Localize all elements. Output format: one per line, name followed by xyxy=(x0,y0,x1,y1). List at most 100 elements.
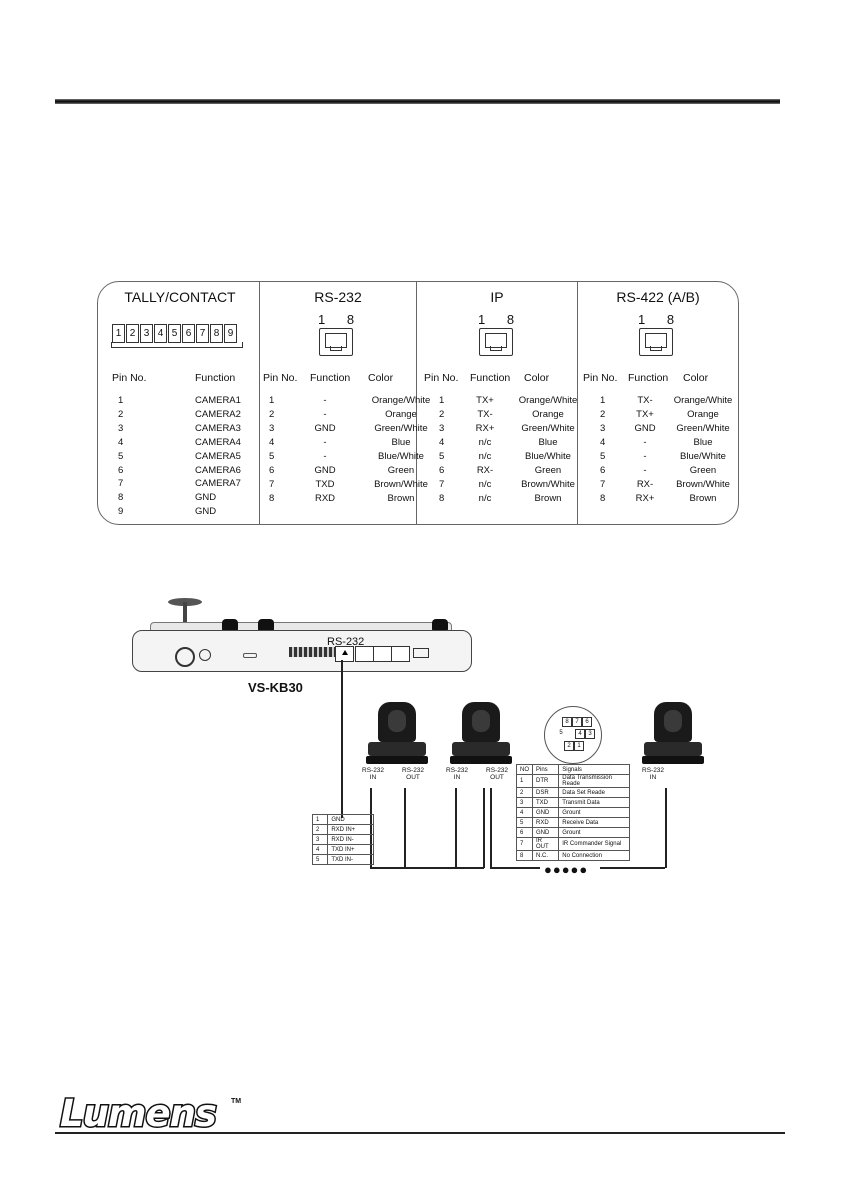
signal-signals-cell: No Connection xyxy=(558,850,630,861)
rs422-color-cell: Blue/White xyxy=(680,451,726,462)
terminal-pin: 6 xyxy=(182,324,195,343)
joystick-shaft xyxy=(183,602,187,624)
din-pin: 8 xyxy=(562,717,572,727)
ip-title: IP xyxy=(490,289,504,305)
din-pin: 4 xyxy=(575,729,585,739)
tally-pin-cell: 5 xyxy=(118,450,124,462)
keyboard-model-label: VS-KB30 xyxy=(248,680,303,695)
connector-no-cell: 4 xyxy=(311,844,329,855)
rs422-color-cell: Green xyxy=(689,465,717,476)
rs232-color-cell: Blue xyxy=(391,437,411,448)
tally-function-cell: CAMERA4 xyxy=(195,436,241,448)
tally-function-cell: CAMERA7 xyxy=(195,478,241,490)
tally-pin-cell: 1 xyxy=(118,395,124,406)
rs422-pin-cell: 6 xyxy=(600,465,606,476)
rs232-pin-header: Pin No. xyxy=(263,372,298,384)
rs232-color-cell: Green xyxy=(387,465,415,476)
rj45-port-icon xyxy=(391,646,410,662)
rs232-function-cell: GND xyxy=(314,423,336,434)
cable xyxy=(665,788,667,868)
rj45-port-icon xyxy=(355,646,374,662)
knob-icon xyxy=(258,619,274,633)
signal-no-cell: 2 xyxy=(516,787,533,798)
rs232-color-cell: Orange xyxy=(385,409,417,420)
cable xyxy=(490,867,540,869)
connector-no-cell: 5 xyxy=(311,854,329,865)
rs232-function-cell: - xyxy=(323,395,327,406)
tally-function-cell: CAMERA2 xyxy=(195,408,241,420)
mini-din-pinout-icon: 8 7 6 5 4 3 2 1 xyxy=(544,706,602,764)
signal-pins-cell: TXD xyxy=(531,797,560,808)
rs422-function-cell: RX- xyxy=(636,479,654,490)
terminal-pin: 8 xyxy=(210,324,223,343)
ip-function-cell: n/c xyxy=(478,479,492,490)
rj45-connector-icon xyxy=(319,328,353,356)
ip-pin-cell: 4 xyxy=(439,437,445,448)
rs232-color-cell: Brown xyxy=(387,493,415,504)
terminal-pin: 7 xyxy=(196,324,209,343)
ptz-camera-icon xyxy=(642,702,704,764)
ip-function-cell: TX+ xyxy=(476,395,494,406)
rs422-color-cell: Orange/White xyxy=(673,395,733,406)
signal-pins-cell: DTR xyxy=(531,774,560,788)
rs422-function-cell: RX+ xyxy=(635,493,655,504)
signal-pins-cell: DSR xyxy=(531,787,560,798)
rs422-function-cell: - xyxy=(643,451,647,462)
rs232-port-icon xyxy=(335,646,354,662)
rs232-title: RS-232 xyxy=(314,289,362,305)
tally-pin-cell: 8 xyxy=(118,492,124,504)
rs422-function-cell: TX- xyxy=(637,395,653,406)
rs422-function-header: Function xyxy=(628,372,669,384)
rs232-function-cell: RXD xyxy=(314,493,336,504)
ip-color-cell: Brown/White xyxy=(521,479,575,490)
rs422-function-cell: - xyxy=(643,437,647,448)
tally-terminal-block: 1 2 3 4 5 6 7 8 9 xyxy=(112,324,238,343)
signal-signals-cell: IR Commander Signal xyxy=(558,837,630,851)
din-pin: 6 xyxy=(582,717,592,727)
din-pin: 2 xyxy=(564,741,574,751)
tally-function-cell: GND xyxy=(195,506,217,518)
tally-function-cell: CAMERA6 xyxy=(195,464,241,476)
tally-title: TALLY/CONTACT xyxy=(124,289,236,305)
rs232-color-header: Color xyxy=(368,372,394,384)
lumens-logo: Lumens xyxy=(59,1091,219,1137)
rs232-pin-cell: 3 xyxy=(269,423,275,434)
signal-pins-cell: N.C. xyxy=(531,850,560,861)
rs422-color-cell: Brown/White xyxy=(676,479,730,490)
signal-no-cell: 3 xyxy=(516,797,533,808)
cam2-out-label: RS-232 OUT xyxy=(486,767,509,781)
rs232-pin-numbers: 1 8 xyxy=(318,312,355,327)
signal-signals-cell: Transmit Data xyxy=(558,797,630,808)
rs422-title: RS-422 (A/B) xyxy=(616,289,700,305)
din-pin: 3 xyxy=(585,729,595,739)
din-pin: 5 xyxy=(559,730,563,736)
ip-pin-cell: 7 xyxy=(439,479,445,490)
rs422-pin-cell: 3 xyxy=(600,423,606,434)
rs232-pin-cell: 8 xyxy=(269,493,275,504)
tally-pin-cell: 2 xyxy=(118,408,124,420)
continuation-dots: ●●●●● xyxy=(544,862,589,877)
section-divider xyxy=(416,282,417,524)
ip-color-cell: Orange/White xyxy=(518,395,578,406)
rs422-color-header: Color xyxy=(683,372,709,384)
tally-terminal-icon xyxy=(289,647,335,657)
cable xyxy=(490,788,492,868)
signal-no-cell: 8 xyxy=(516,850,533,861)
cable xyxy=(483,788,485,868)
rs232-color-cell: Brown/White xyxy=(374,479,428,490)
rs422-pin-cell: 4 xyxy=(600,437,606,448)
rs422-pin-header: Pin No. xyxy=(583,372,618,384)
usb-port-icon xyxy=(413,648,429,658)
connector-no-cell: 2 xyxy=(311,824,329,835)
rs232-port-label: RS-232 xyxy=(327,636,365,648)
tally-pin-cell: 3 xyxy=(118,422,124,434)
ip-color-cell: Brown xyxy=(534,493,562,504)
signal-pins-cell: GND xyxy=(531,807,560,818)
signal-pins-cell: RXD xyxy=(531,817,560,828)
